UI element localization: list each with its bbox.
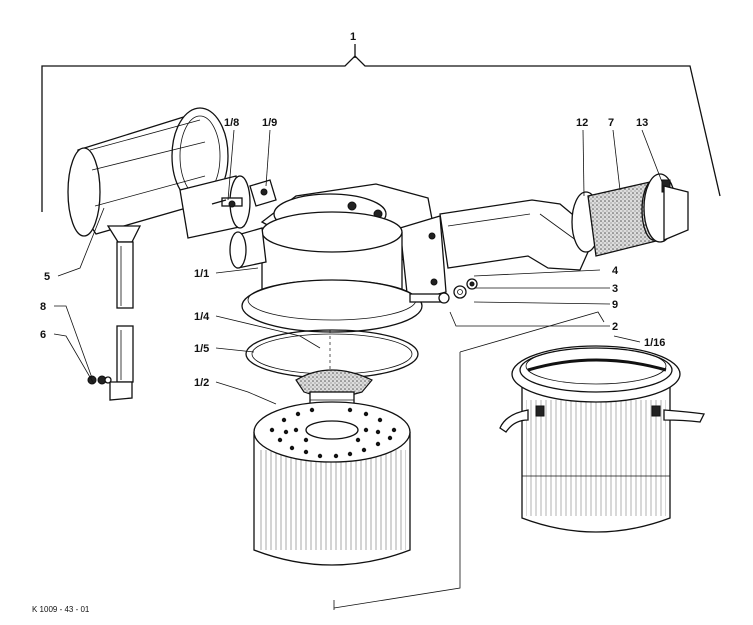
dust-discharge-tube [106, 225, 142, 401]
label-1-9: 1/9 [262, 117, 277, 129]
nut-3 [453, 285, 467, 299]
drawing-code: K 1009 - 43 - 01 [32, 605, 90, 614]
stud-9 [409, 292, 450, 304]
label-1-2: 1/2 [194, 377, 209, 389]
label-1-1: 1/1 [194, 268, 209, 280]
label-8: 8 [40, 301, 46, 313]
bracket-1-9 [249, 179, 277, 207]
label-13: 13 [636, 117, 648, 129]
label-1-5: 1/5 [194, 343, 209, 355]
pre-cleaner-cylinder [67, 107, 229, 237]
leader-lines [53, 129, 663, 405]
dust-collector-cup [499, 345, 705, 533]
label-1-8: 1/8 [224, 117, 239, 129]
label-9: 9 [612, 299, 618, 311]
label-1-16: 1/16 [644, 337, 665, 349]
label-4: 4 [612, 265, 619, 277]
label-3: 3 [612, 283, 618, 295]
hose-clamp-1-8 [211, 197, 243, 208]
lower-bracket [333, 311, 605, 610]
label-1: 1 [350, 31, 356, 43]
intake-pipe [439, 199, 597, 271]
perforations [269, 407, 397, 459]
hose-clamp-13 [643, 173, 689, 243]
assembly-bracket [41, 44, 721, 212]
filter-cartridge [253, 369, 411, 566]
label-2: 2 [612, 321, 618, 333]
washer-4 [466, 278, 478, 290]
label-7: 7 [608, 117, 614, 129]
label-12: 12 [576, 117, 588, 129]
part-labels: 1 1/8 1/9 12 7 13 5 1/1 4 3 9 2 1/4 1/5 … [32, 31, 665, 614]
label-5: 5 [44, 271, 50, 283]
main-housing [229, 183, 447, 333]
label-1-4: 1/4 [194, 311, 210, 323]
label-6: 6 [40, 329, 46, 341]
